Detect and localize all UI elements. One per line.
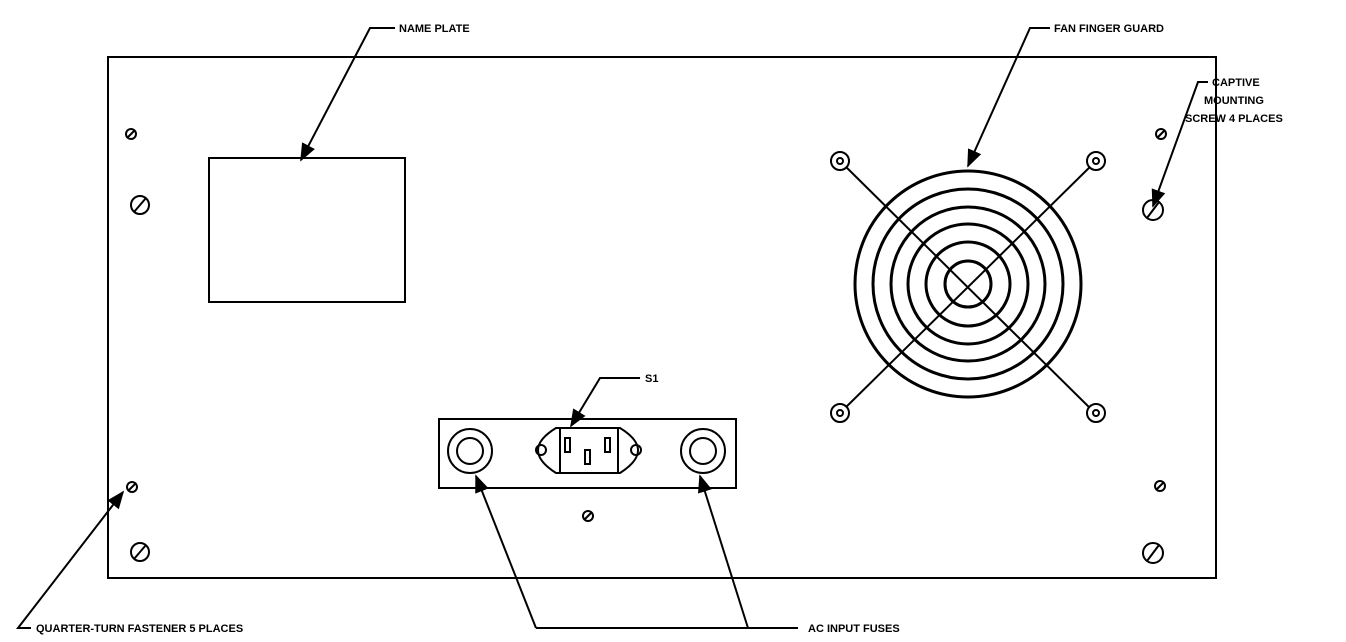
captive-mounting-screw	[1142, 199, 1164, 221]
quarter-turn-fastener	[125, 128, 137, 140]
quarter-turn-label: QUARTER-TURN FASTENER 5 PLACES	[36, 623, 243, 635]
s1-label: S1	[645, 373, 658, 385]
captive-screw-leader	[1151, 81, 1208, 208]
captive-mounting-screw	[1142, 542, 1164, 564]
fan-mounting-hole	[830, 151, 850, 171]
name-plate-label: NAME PLATE	[399, 23, 470, 35]
fan-mounting-hole	[1086, 151, 1106, 171]
captive-screw-label-line3: SCREW 4 PLACES	[1185, 113, 1283, 125]
quarter-turn-fastener	[126, 481, 138, 493]
quarter-turn-fastener	[1154, 480, 1166, 492]
captive-screw-label-line1: CAPTIVE	[1212, 77, 1260, 89]
name-plate	[208, 157, 406, 303]
quarter-turn-fastener	[582, 510, 594, 522]
leader-lines	[15, 27, 1208, 629]
quarter-turn-fastener	[1155, 128, 1167, 140]
ac-input-fuse-left	[447, 428, 493, 474]
name-plate-leader	[300, 27, 395, 162]
fan-finger-guard	[839, 160, 1097, 414]
ac-input-module-plate	[438, 418, 737, 489]
s1-power-connector	[535, 427, 642, 474]
captive-screw-label-line2: MOUNTING	[1204, 95, 1264, 107]
s1-leader	[570, 377, 640, 428]
ac-input-fuses-label: AC INPUT FUSES	[808, 623, 900, 635]
fan-mounting-hole	[830, 403, 850, 423]
fuse-leader-left	[475, 474, 537, 629]
ac-input-fuse-right	[680, 428, 726, 474]
captive-mounting-screw	[130, 195, 150, 215]
fan-finger-guard-label: FAN FINGER GUARD	[1054, 23, 1164, 35]
fan-guard-leader	[967, 27, 1050, 168]
quarter-turn-leader	[15, 490, 125, 629]
fuse-leader-right-branch	[698, 474, 749, 629]
captive-mounting-screw	[130, 542, 150, 562]
fan-mounting-hole	[1086, 403, 1106, 423]
rear-panel-outline	[107, 56, 1217, 579]
